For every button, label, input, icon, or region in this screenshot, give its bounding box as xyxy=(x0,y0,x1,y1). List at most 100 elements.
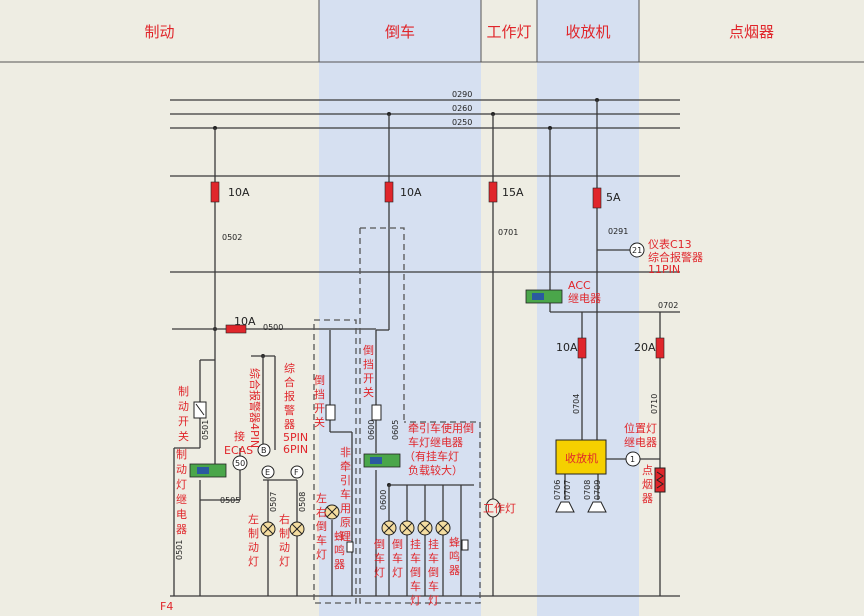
worklight-label: 工作灯 xyxy=(483,502,516,515)
radio-band xyxy=(537,0,639,616)
connector-b-label: B xyxy=(261,446,267,455)
fuse-0500-label: 10A xyxy=(234,315,256,328)
brake-relay-coil xyxy=(197,467,209,474)
non-tractor-dashed-box xyxy=(313,319,357,604)
fuse-brake xyxy=(210,181,220,203)
wire-0291: 0291 xyxy=(608,227,628,236)
non-tractor-label-7: 理 xyxy=(340,530,351,543)
brake-relay-label-3: 灯 xyxy=(176,478,187,491)
alarm-56-label-2: 合 xyxy=(284,375,295,389)
right-brake-lamp-label-4: 灯 xyxy=(279,555,290,568)
alarm-4pin-label: 综合报警器4PIN xyxy=(248,368,262,448)
reverse-lamp-b-label-1: 倒 xyxy=(392,538,403,551)
trailer-reverse-a-label-1: 挂 xyxy=(410,537,421,551)
pos-relay-pin: 1 xyxy=(630,455,635,464)
lr-reverse-lamp-label-3: 倒 xyxy=(316,520,327,533)
wire-0501-b: 0501 xyxy=(175,540,184,560)
wire-0702: 0702 xyxy=(658,301,678,310)
buzzer-a-label-3: 器 xyxy=(334,558,345,571)
wire-0508: 0508 xyxy=(298,492,307,512)
wire-0600-a: 0600 xyxy=(367,420,376,440)
wire-0704: 0704 xyxy=(572,394,581,414)
reverse-switch-b-icon xyxy=(371,404,382,421)
brake-relay-label-5: 电 xyxy=(176,508,187,521)
alarm-56-label-5: 器 xyxy=(284,418,295,431)
brake-relay-label-4: 继 xyxy=(176,493,187,506)
wire-0260: 0260 xyxy=(452,104,472,113)
reverse-switch-b-label-4: 关 xyxy=(363,385,374,399)
brake-switch-label-1: 制 xyxy=(178,385,189,398)
lr-reverse-lamp-label-2: 右 xyxy=(316,505,327,519)
fuse-reverse xyxy=(384,181,394,203)
fuse-radio xyxy=(592,187,602,209)
wire-0500: 0500 xyxy=(263,323,283,332)
fuse-worklight xyxy=(488,181,498,203)
wire-0605: 0605 xyxy=(391,420,400,440)
radio-unit-label: 收放机 xyxy=(565,451,598,465)
non-tractor-label-3: 引 xyxy=(340,473,351,487)
reverse-switch-a-label-4: 关 xyxy=(314,415,325,429)
wire-0710: 0710 xyxy=(650,394,659,414)
alarm-56-label-4: 警 xyxy=(284,403,295,417)
left-brake-lamp-label-1: 左 xyxy=(248,513,259,526)
dash-c13-connector xyxy=(629,242,645,258)
fuse-acc-right xyxy=(655,337,665,359)
brake-switch-contact xyxy=(195,403,205,416)
lighter-label-1: 点 xyxy=(642,464,653,477)
trailer-reverse-b-label-4: 车 xyxy=(428,579,439,593)
lr-reverse-lamp-label-1: 左 xyxy=(316,492,327,505)
tractor-relay-label-1: 牵引车使用倒 xyxy=(408,421,474,435)
pos-relay-connector xyxy=(625,451,641,467)
alarm-56-label-3: 报 xyxy=(284,389,295,403)
tractor-dashed-box xyxy=(359,228,481,604)
wire-0707: 0707 xyxy=(563,480,572,500)
alarm-connector-f xyxy=(290,465,304,479)
speaker-right-icon xyxy=(587,501,607,513)
wire-0250: 0250 xyxy=(452,118,472,127)
lr-reverse-lamp-icon xyxy=(324,504,340,520)
lighter-coil-icon xyxy=(656,471,664,489)
tractor-relay-label-2: 车灯继电器 xyxy=(408,435,463,449)
ecas-label-1: 接 xyxy=(234,430,245,443)
tractor-relay-label-4: 负载较大） xyxy=(408,463,463,477)
wire-0502: 0502 xyxy=(222,233,242,242)
reverse-switch-a-label-1: 倒 xyxy=(314,374,325,387)
ecas-label-2: ECAS xyxy=(224,444,253,457)
trailer-reverse-lamp-b-icon xyxy=(435,520,451,536)
wire-0290: 0290 xyxy=(452,90,472,99)
trailer-reverse-lamp-a-icon xyxy=(417,520,433,536)
non-tractor-label-2: 牵 xyxy=(340,460,351,473)
pos-relay-label-1: 位置灯 xyxy=(624,421,657,435)
reverse-lamp-b-icon xyxy=(399,520,415,536)
fuse-reverse-label: 10A xyxy=(400,186,422,199)
buzzer-a-label-1: 蜂 xyxy=(334,529,345,543)
header-worklight: 工作灯 xyxy=(486,22,532,41)
header-brake: 制动 xyxy=(144,22,175,41)
lighter-icon xyxy=(654,467,666,493)
pin11-label: 11PIN xyxy=(648,263,680,276)
non-tractor-label-5: 用 xyxy=(340,502,351,515)
trailer-reverse-a-label-2: 车 xyxy=(410,551,421,565)
brake-circuit xyxy=(172,128,376,596)
alarm-56-pin-6: 6PIN xyxy=(283,443,308,456)
f4-label: F4 xyxy=(160,600,173,613)
brake-relay-label-6: 器 xyxy=(176,523,187,536)
fuse-acc-left-label: 10A xyxy=(556,341,578,354)
wire-0507: 0507 xyxy=(269,492,278,512)
header-lighter: 点烟器 xyxy=(728,22,774,41)
buzzer-b-label-1: 蜂 xyxy=(449,535,460,549)
brake-switch-label-2: 动 xyxy=(178,400,189,413)
header-radio: 收放机 xyxy=(565,22,611,41)
wire-0600-b: 0600 xyxy=(379,490,388,510)
fuse-acc-right-label: 20A xyxy=(634,341,656,354)
connector-f-label: F xyxy=(294,468,299,477)
reverse-lamp-a-label-2: 车 xyxy=(374,551,385,565)
brake-relay-label-1: 制 xyxy=(176,448,187,461)
buzzer-b-label-2: 鸣 xyxy=(449,549,460,563)
reverse-lamp-a-label-3: 灯 xyxy=(374,566,385,579)
alarm-connector-e xyxy=(261,465,275,479)
reverse-lamp-b-label-3: 灯 xyxy=(392,566,403,579)
wire-0709: 0709 xyxy=(593,480,602,500)
fuse-radio-label: 5A xyxy=(606,191,621,204)
